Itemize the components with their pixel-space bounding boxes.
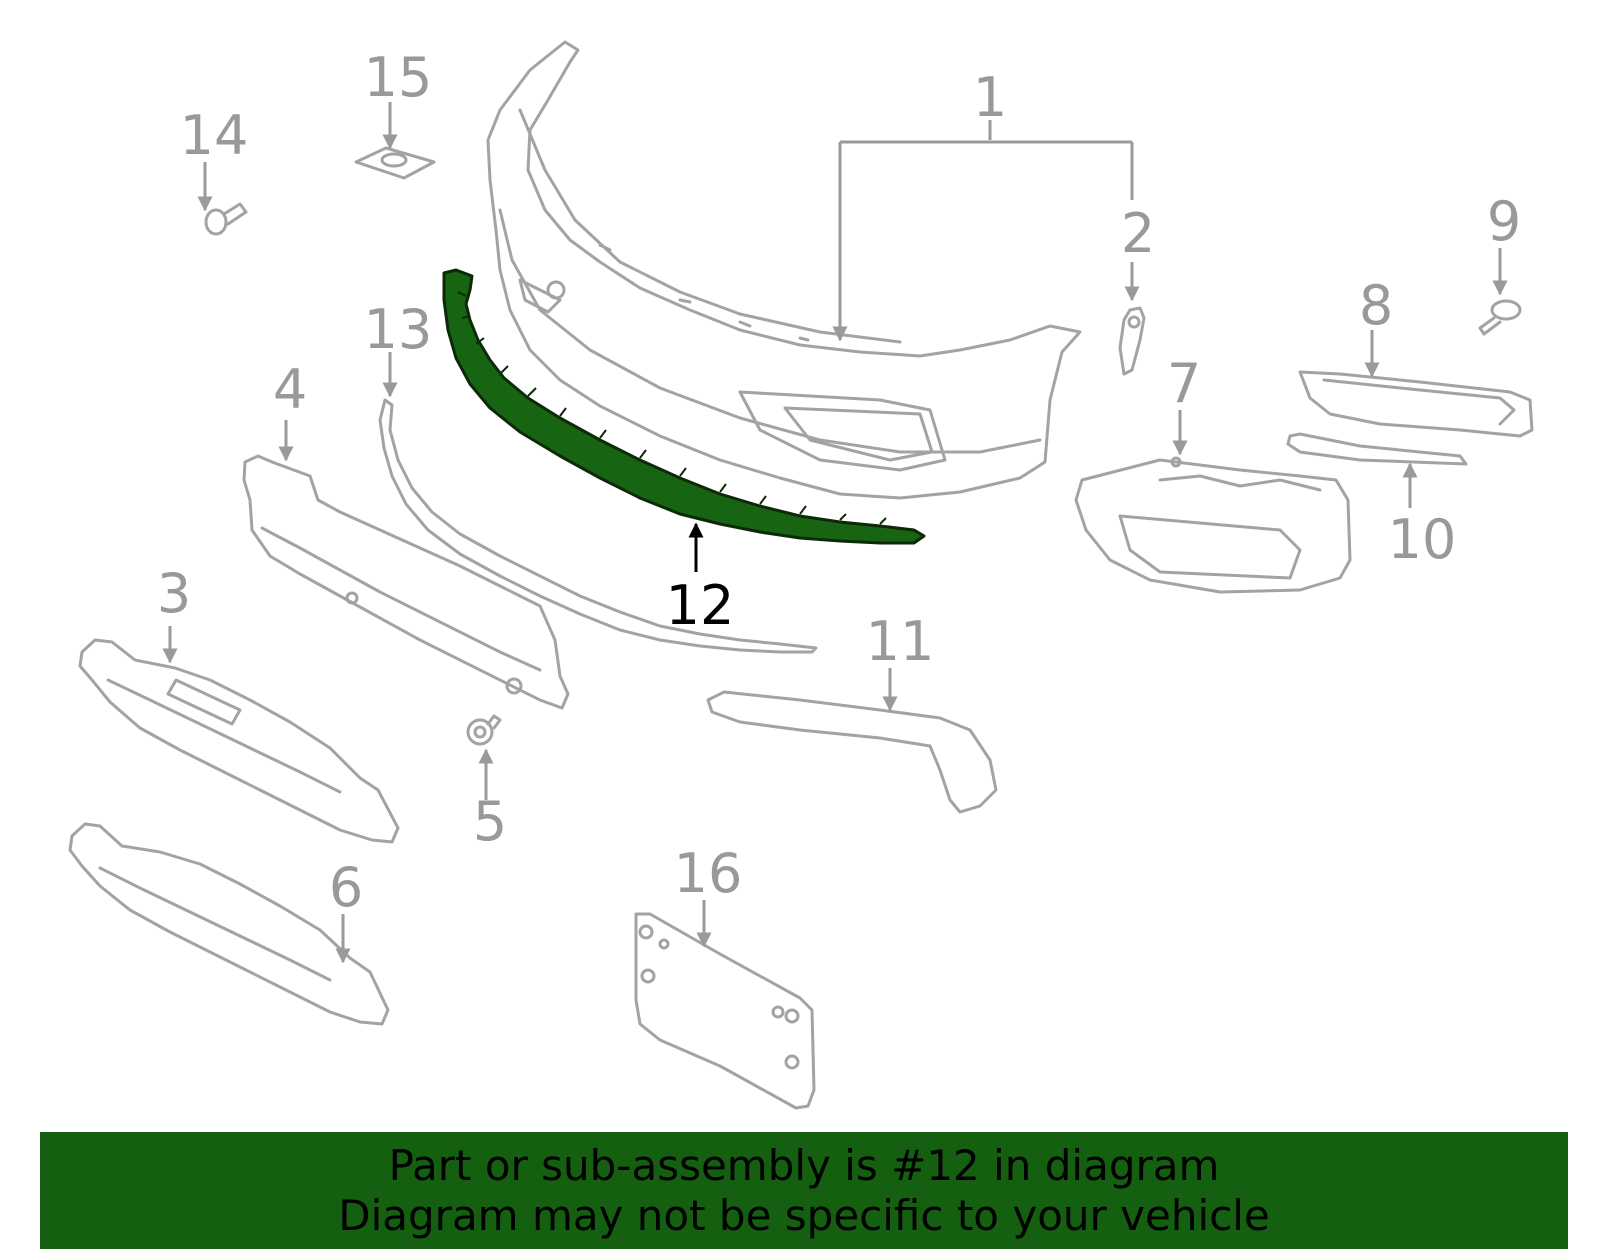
nut-part-15 xyxy=(354,146,436,180)
callout-16: 16 xyxy=(674,842,743,905)
info-banner: Part or sub-assembly is #12 in diagram D… xyxy=(40,1132,1568,1249)
callout-7: 7 xyxy=(1167,352,1201,415)
grille-trim-part-8 xyxy=(1298,370,1534,438)
callout-14: 14 xyxy=(180,104,249,167)
callout-6: 6 xyxy=(329,856,363,919)
fog-lamp-bezel-part-7 xyxy=(1074,456,1352,594)
absorber-part-4 xyxy=(242,454,570,710)
trim-strip-part-10 xyxy=(1286,432,1468,466)
push-pin-part-5 xyxy=(466,714,502,746)
lower-trim-part-13 xyxy=(378,398,818,654)
callout-9: 9 xyxy=(1487,190,1521,253)
bumper-cover-part-1 xyxy=(486,40,1082,500)
callout-5: 5 xyxy=(473,790,507,853)
bracket-part-3 xyxy=(78,638,400,844)
banner-line-disclaimer: Diagram may not be specific to your vehi… xyxy=(338,1190,1270,1240)
callout-11: 11 xyxy=(866,610,935,673)
callout-12: 12 xyxy=(666,574,735,637)
callout-2: 2 xyxy=(1121,202,1155,265)
callout-13: 13 xyxy=(364,298,433,361)
leader-lines xyxy=(162,102,1508,964)
callout-4: 4 xyxy=(273,358,307,421)
callout-3: 3 xyxy=(157,562,191,625)
license-plate-bracket-part-16 xyxy=(634,912,816,1110)
callout-15: 15 xyxy=(364,46,433,109)
side-bracket-part-11 xyxy=(706,690,998,814)
callout-1: 1 xyxy=(973,66,1007,129)
callout-8: 8 xyxy=(1359,274,1393,337)
lower-spoiler-part-12 xyxy=(442,268,926,545)
banner-line-part-number: Part or sub-assembly is #12 in diagram xyxy=(388,1140,1220,1190)
push-pin-part-9 xyxy=(1478,299,1522,336)
lower-bracket-part-6 xyxy=(68,822,390,1026)
callout-10: 10 xyxy=(1388,508,1457,571)
clip-part-2 xyxy=(1118,306,1146,376)
push-pin-part-14 xyxy=(204,202,248,236)
